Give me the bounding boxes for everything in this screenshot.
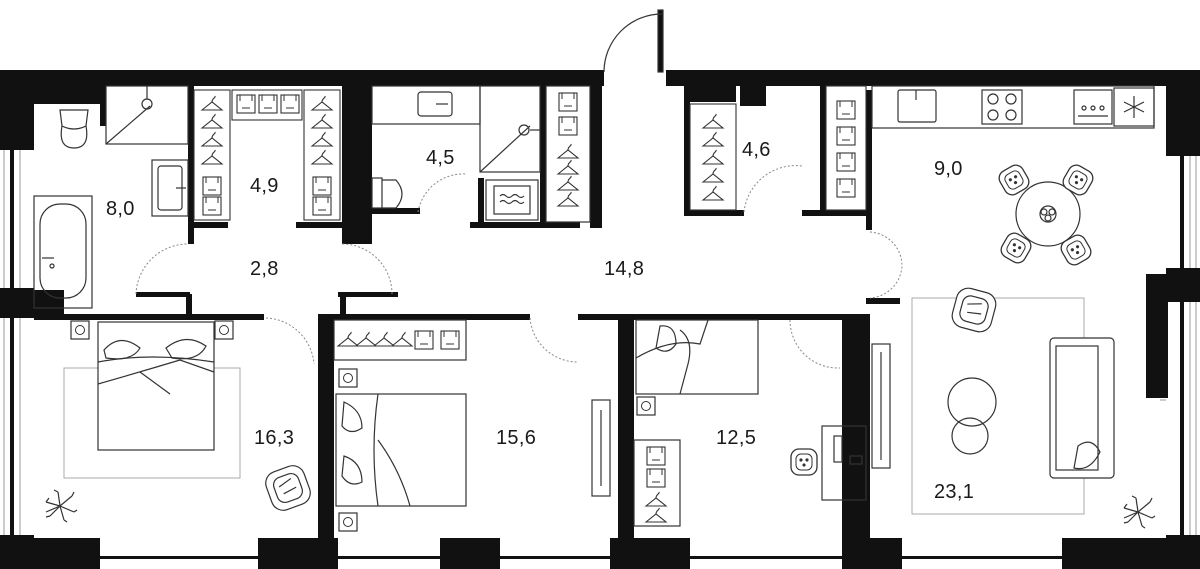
tv-stand [871, 343, 891, 469]
wardrobe-icon [633, 439, 681, 527]
entrance-door [603, 9, 664, 73]
area-label-hall: 14,8 [604, 258, 645, 280]
sofa-icon [1049, 337, 1115, 479]
area-label-closet-2: 4,6 [742, 139, 771, 161]
wardrobe-icon [231, 89, 303, 121]
toilet-icon [371, 177, 403, 209]
bed-icon [335, 393, 467, 507]
plant-icon [45, 489, 78, 523]
area-label-bathroom-2: 4,5 [426, 147, 455, 169]
bed-icon [97, 321, 215, 451]
area-label-bathroom-1: 8,0 [106, 198, 135, 220]
sink-icon [371, 85, 481, 125]
windows [1160, 156, 1197, 535]
wardrobe-icon [545, 85, 591, 223]
bathroom-2 [371, 85, 591, 223]
kitchen [871, 85, 1155, 269]
fridge-icon [1113, 87, 1155, 127]
area-label-living-room: 23,1 [934, 481, 975, 503]
wardrobe-icon [193, 89, 231, 221]
bedroom-3 [633, 319, 867, 527]
walls [0, 70, 1200, 569]
living-room [871, 287, 1156, 529]
coffee-table-icon [947, 377, 997, 455]
bedroom-1 [45, 320, 311, 523]
dining-table-icon [995, 161, 1097, 269]
bathtub-icon [33, 195, 93, 309]
closet-1 [193, 89, 341, 221]
area-label-bedroom-3: 12,5 [716, 427, 757, 449]
desk-icon [821, 425, 867, 501]
armchair-icon [951, 287, 997, 333]
wardrobe-icon [689, 103, 737, 211]
door-swings [135, 165, 903, 369]
wardrobe-icon [303, 89, 341, 221]
closet-2 [689, 85, 867, 211]
stove-icon [981, 89, 1023, 125]
area-label-bedroom-1: 16,3 [254, 427, 295, 449]
washer-icon [485, 179, 539, 221]
sink-icon [897, 89, 937, 123]
area-label-closet-1: 4,9 [250, 175, 279, 197]
plant-icon [1123, 495, 1156, 529]
shower-icon [105, 85, 189, 145]
area-label-corridor: 2,8 [250, 258, 279, 280]
armchair-icon [265, 465, 311, 511]
wardrobe-icon [333, 319, 467, 361]
sink-icon [151, 159, 189, 217]
shower-icon [479, 85, 541, 173]
toilet-icon [59, 109, 89, 149]
dishwasher-icon [1073, 89, 1113, 125]
area-label-kitchen: 9,0 [934, 158, 963, 180]
wardrobe-icon [825, 85, 867, 211]
tv-stand [591, 399, 611, 497]
area-label-bedroom-2: 15,6 [496, 427, 537, 449]
window [3, 150, 21, 535]
bathroom-1 [3, 85, 189, 535]
bed-icon [635, 319, 759, 395]
bedroom-2 [333, 319, 611, 532]
